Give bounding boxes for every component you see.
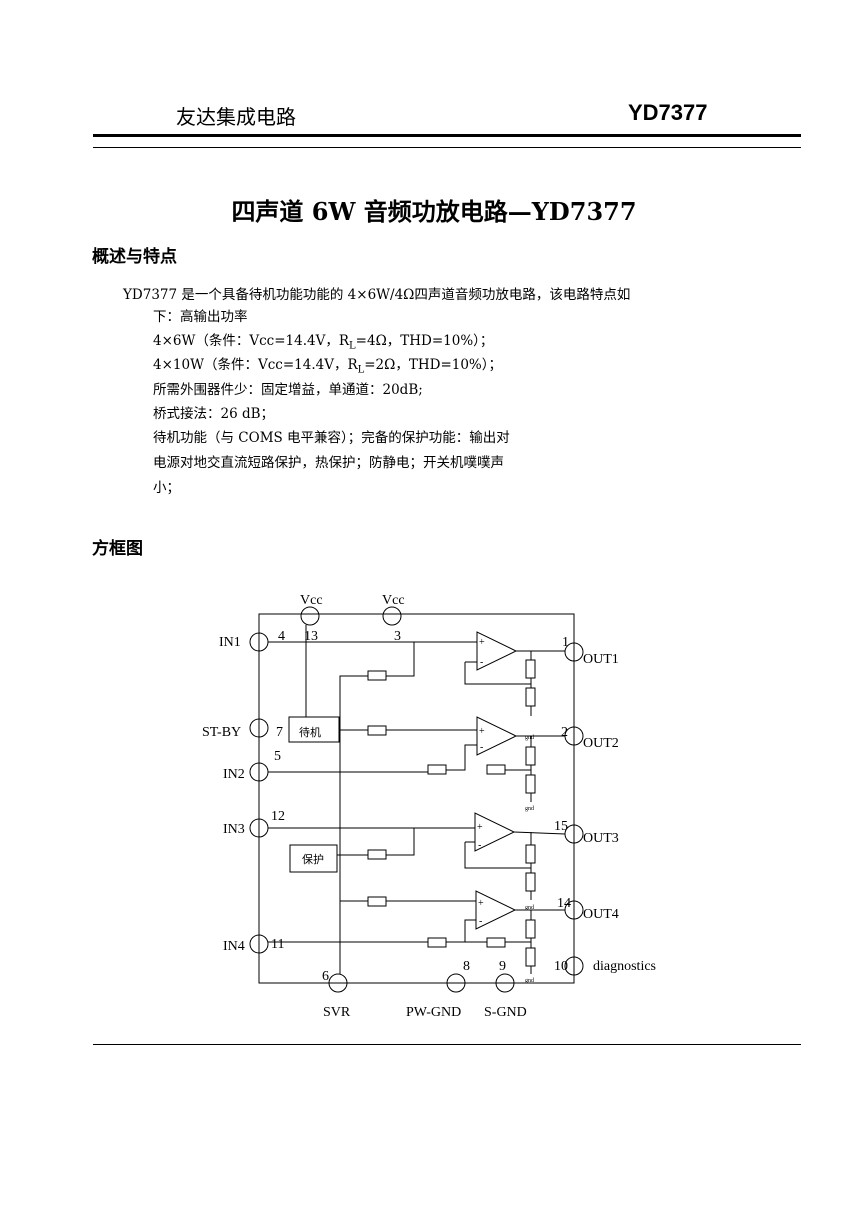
pin-number: 3 (394, 629, 401, 644)
header-rule-thin (93, 147, 801, 148)
pin-number: 2 (561, 725, 568, 740)
gnd-label: gnd (525, 905, 534, 911)
amp-plus-sign: + (477, 822, 483, 833)
resistor (525, 872, 536, 892)
resistor (486, 764, 506, 775)
section-heading-overview: 概述与特点 (92, 247, 177, 267)
pin-number: 8 (463, 959, 470, 974)
amp-minus-sign: - (478, 840, 481, 851)
resistor (525, 659, 536, 679)
pin-label-in3: IN3 (223, 822, 245, 837)
resistor (525, 919, 536, 939)
pin-number: 7 (276, 725, 283, 740)
block-diagram: + - + - + - + - gnd gnd gnd gnd 待机 保护 Vc… (202, 593, 656, 1020)
power-spec-4ohm: 4×6W（条件：Vcc=14.4V，RL=4Ω，THD=10%）； (153, 333, 494, 352)
pin-label-in2: IN2 (223, 767, 245, 782)
chip-outline (258, 613, 575, 984)
pin-label-in4: IN4 (223, 939, 245, 954)
overview-line: 桥式接法：26 dB； (153, 406, 275, 422)
gnd-label: gnd (525, 806, 534, 812)
resistor (367, 670, 387, 681)
pin-number: 9 (499, 959, 506, 974)
pin-label-in1: IN1 (219, 635, 241, 650)
amp-plus-sign: + (479, 637, 485, 648)
pin-label-diagnostics: diagnostics (593, 959, 656, 974)
amplifier-2 (476, 716, 518, 756)
resistor (486, 937, 506, 948)
pin-number: 12 (271, 809, 285, 824)
pin-label-s-gnd: S-GND (484, 1005, 527, 1020)
amplifier-3 (474, 812, 516, 852)
protection-block (289, 844, 338, 873)
amp-plus-sign: + (478, 898, 484, 909)
header-rule-thick (93, 134, 801, 137)
pin-label-out2: OUT2 (583, 736, 619, 751)
pin-label-out1: OUT1 (583, 652, 619, 667)
resistor (367, 896, 387, 907)
pin-number: 1 (562, 635, 569, 650)
amp-plus-sign: + (479, 726, 485, 737)
resistor (525, 774, 536, 794)
protection-block-label: 保护 (302, 852, 324, 866)
power-spec-2ohm: 4×10W（条件：Vcc=14.4V，RL=2Ω，THD=10%）； (153, 357, 503, 376)
pin-label-out3: OUT3 (583, 831, 619, 846)
standby-block-label: 待机 (299, 725, 321, 739)
overview-intro: YD7377 是一个具备待机功能功能的 4×6W/4Ω四声道音频功放电路，该电路… (123, 287, 631, 303)
pin-label-pw-gnd: PW-GND (406, 1005, 461, 1020)
gnd-label: gnd (525, 978, 534, 984)
overview-line: 小； (153, 480, 180, 496)
resistor (525, 746, 536, 766)
overview-line: 所需外围器件少：固定增益，单通道：20dB; (153, 382, 423, 398)
pin-label-st-by: ST-BY (202, 725, 241, 740)
pin-number: 13 (304, 629, 318, 644)
gnd-label: gnd (525, 735, 534, 741)
overview-line: 待机功能（与 COMS 电平兼容）；完备的保护功能：输出对 (153, 430, 510, 446)
section-heading-block-diagram: 方框图 (92, 539, 143, 559)
amp-minus-sign: - (480, 657, 483, 668)
pin-label-out4: OUT4 (583, 907, 619, 922)
footer-rule (93, 1044, 801, 1045)
resistor (427, 937, 447, 948)
pin-number: 11 (271, 937, 284, 952)
pin-label-svr: SVR (323, 1005, 351, 1020)
header-part-number: YD7377 (628, 100, 708, 125)
amp-minus-sign: - (479, 916, 482, 927)
header-company: 友达集成电路 (176, 105, 296, 129)
resistor (427, 764, 447, 775)
resistor (367, 849, 387, 860)
overview-line: 电源对地交直流短路保护，热保护；防静电；开关机噗噗声 (153, 455, 504, 471)
pin-number: 14 (557, 896, 571, 911)
vcc-label: Vcc (300, 593, 323, 608)
amp-minus-sign: - (480, 742, 483, 753)
vcc-label: Vcc (382, 593, 405, 608)
pin-number: 15 (554, 819, 568, 834)
document-title: 四声道 6W 音频功放电路—YD7377 (231, 197, 637, 226)
pin-number: 6 (322, 969, 329, 984)
pin-number: 5 (274, 749, 281, 764)
pin-number: 10 (554, 959, 568, 974)
resistor (367, 725, 387, 736)
amplifier-4 (475, 890, 517, 930)
resistor (525, 947, 536, 967)
pin-number: 4 (278, 629, 285, 644)
overview-line: 下：高输出功率 (153, 309, 248, 325)
resistor (525, 687, 536, 707)
resistor (525, 844, 536, 864)
amplifier-1 (476, 631, 518, 671)
